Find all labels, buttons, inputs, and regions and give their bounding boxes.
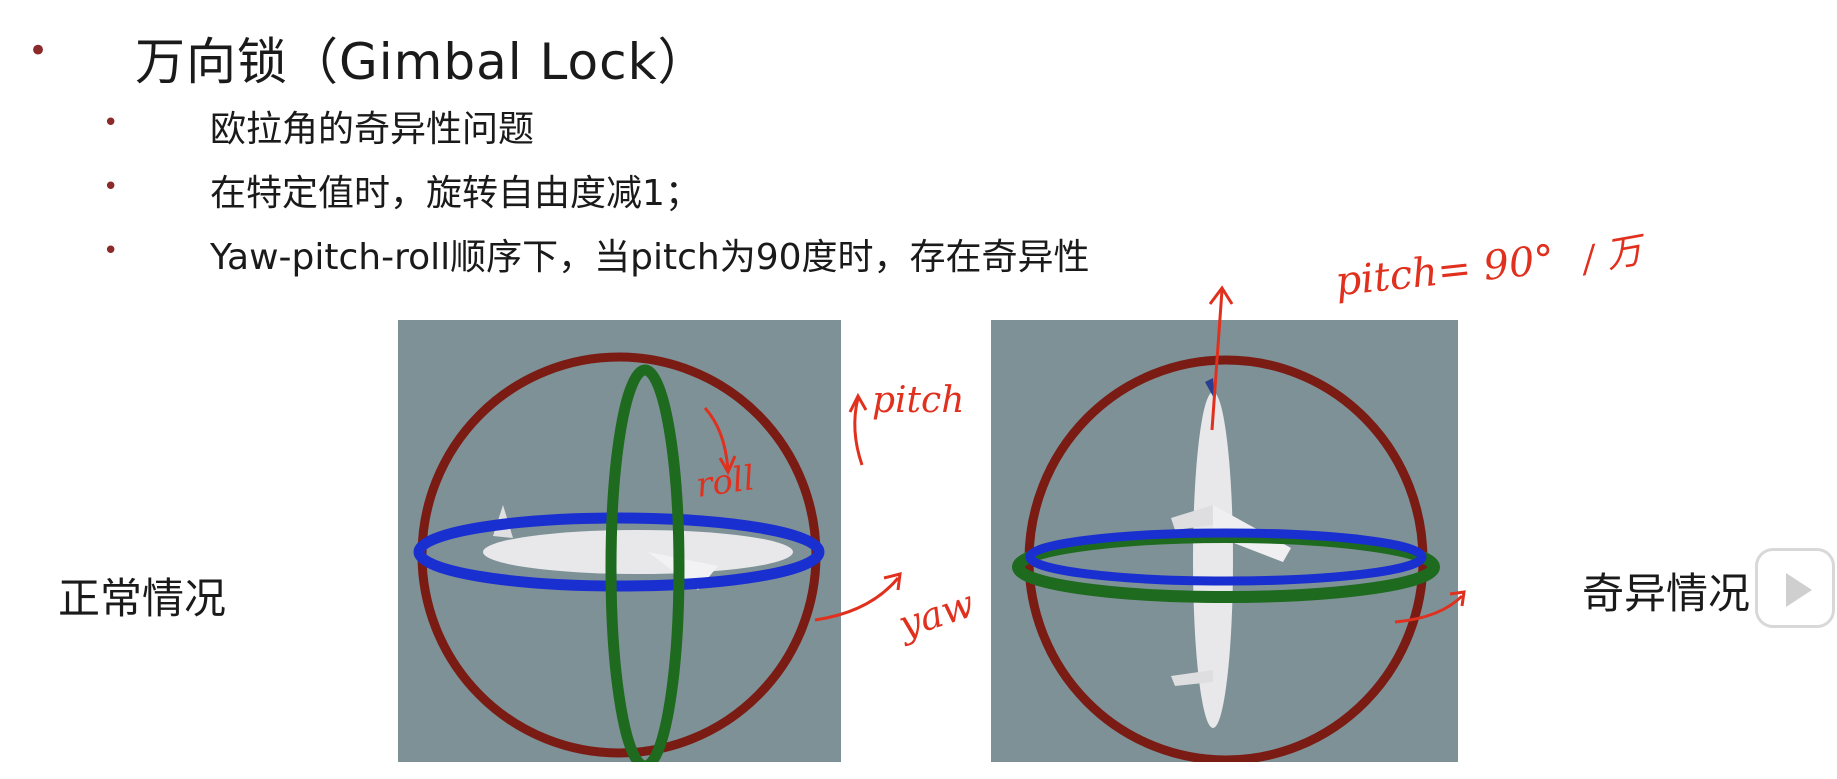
play-icon [1786, 573, 1812, 607]
pitch-90-annotation: pitch= 90° [1333, 236, 1557, 306]
singular-case-label: 奇异情况 [1582, 569, 1751, 618]
airplane-tailplane [1171, 670, 1213, 686]
airplane-wing-left [1171, 505, 1213, 530]
airplane-fuselage [1193, 392, 1233, 728]
roll-annotation: roll [693, 458, 757, 506]
pitch-arrow-icon [853, 397, 864, 466]
bullet-dot-1: • [103, 108, 119, 138]
yaw-annotation: yaw [893, 581, 980, 647]
airplane-fuselage [483, 530, 793, 574]
pitch-90-suffix-annotation: / 万 [1579, 230, 1646, 281]
gimbal-normal-panel [398, 320, 841, 762]
yaw-ring-blue [1025, 528, 1427, 586]
normal-case-label: 正常情况 [58, 574, 227, 623]
bullet-3: Yaw-pitch-roll顺序下，当pitch为90度时，存在奇异性 [210, 237, 1090, 278]
bullet-2: 在特定值时，旋转自由度减1； [210, 173, 701, 214]
bullet-dot-2: • [103, 172, 119, 202]
pitch-90-arrowhead-icon [1208, 285, 1234, 305]
pitch-annotation: pitch [872, 380, 965, 421]
yaw-ring-blue [413, 512, 825, 592]
gimbal-singular-figure [1012, 355, 1440, 762]
title-bullet: • [28, 31, 49, 71]
gimbal-singular-panel [991, 320, 1458, 762]
play-button[interactable] [1755, 548, 1835, 628]
roll-ring-green [605, 364, 685, 762]
bullet-dot-3: • [103, 236, 119, 266]
slide-title: 万向锁（Gimbal Lock） [135, 33, 709, 91]
bullet-1: 欧拉角的奇异性问题 [210, 109, 535, 150]
gimbal-normal-figure [413, 352, 825, 762]
yaw-arrowhead-icon [883, 572, 902, 591]
pitch-arrowhead-icon [848, 392, 868, 413]
